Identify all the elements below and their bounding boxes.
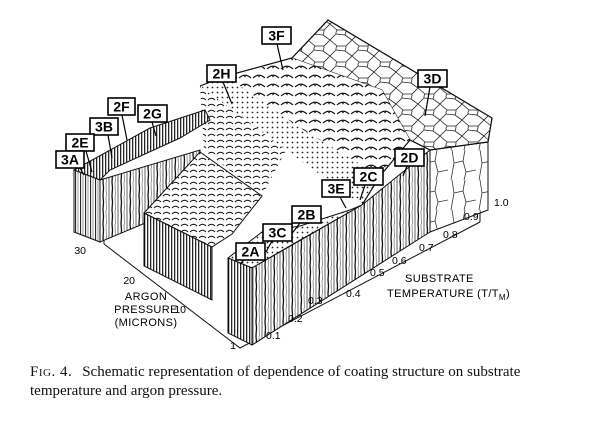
temp-title-close: )	[506, 288, 510, 300]
label-2e-text: 2E	[71, 135, 88, 151]
label-3e: 3E	[321, 179, 351, 209]
caption-label: Fig. 4.	[30, 364, 73, 380]
temp-tick-0.7: 0.7	[419, 242, 434, 254]
zone3-grain-front	[429, 141, 489, 233]
temp-tick-0.1: 0.1	[266, 330, 281, 342]
label-3d-text: 3D	[424, 71, 442, 87]
label-2g: 2G	[137, 104, 168, 137]
label-3b: 3B	[89, 117, 119, 159]
label-2c: 2C	[353, 167, 384, 201]
pressure-title-line1: ARGON	[125, 291, 167, 303]
label-3d: 3D	[417, 69, 448, 117]
temp-tick-0.8: 0.8	[443, 229, 458, 241]
label-2f: 2F	[107, 97, 136, 141]
label-2a: 2A	[235, 242, 266, 265]
pressure-title-line2: PRESSURE	[114, 304, 178, 316]
pressure-axis-title: ARGON PRESSURE (MICRONS)	[114, 291, 178, 329]
label-2g-text: 2G	[143, 106, 162, 122]
label-2h: 2H	[206, 64, 237, 105]
label-3a-text: 3A	[61, 152, 79, 168]
top-surface-large-scales	[220, 58, 410, 176]
pressure-tick-10: 10	[174, 304, 186, 316]
temp-tick-0.4: 0.4	[346, 288, 361, 300]
ridge-top	[72, 109, 211, 181]
caption-text: Schematic representation of dependence o…	[30, 364, 521, 399]
label-3c-text: 3C	[269, 225, 287, 241]
temp-tick-0.6: 0.6	[392, 255, 407, 267]
label-3c: 3C	[262, 223, 293, 253]
label-3e-text: 3E	[327, 181, 344, 197]
temp-title-main: TEMPERATURE (T/T	[387, 288, 499, 300]
coating-structure-diagram: 3F 2H 3D 2F 2G 3B 2E	[55, 19, 510, 352]
label-2d-text: 2D	[401, 150, 419, 166]
step-front	[143, 212, 213, 301]
label-2b: 2B	[289, 205, 322, 237]
pressure-tick-1: 1	[230, 340, 236, 352]
temp-title-line2: TEMPERATURE (T/TM)	[387, 288, 510, 302]
pressure-ticks: 30 20 10 1	[74, 245, 236, 352]
zone-labels: 3F 2H 3D 2F 2G 3B 2E	[55, 26, 448, 265]
temp-tick-0.3: 0.3	[308, 295, 323, 307]
pressure-title-line3: (MICRONS)	[115, 317, 178, 329]
label-2d: 2D	[394, 148, 425, 177]
front-block-side	[251, 148, 431, 346]
pressure-tick-30: 30	[74, 245, 86, 257]
label-2c-text: 2C	[360, 169, 378, 185]
figure-caption: Fig. 4.Schematic representation of depen…	[30, 363, 575, 401]
label-3f: 3F	[261, 26, 292, 71]
pressure-tick-20: 20	[123, 275, 135, 287]
label-3a: 3A	[55, 150, 85, 176]
label-2h-text: 2H	[213, 66, 231, 82]
temp-tick-0.9: 0.9	[464, 211, 479, 223]
label-3f-text: 3F	[268, 28, 285, 44]
temp-tick-0.2: 0.2	[288, 313, 303, 325]
label-2e: 2E	[65, 133, 95, 173]
temperature-axis-title: SUBSTRATE TEMPERATURE (T/TM)	[387, 273, 510, 302]
label-2f-text: 2F	[113, 99, 130, 115]
temperature-ticks: 0.1 0.2 0.3 0.4 0.5 0.6 0.7 0.8 0.9 1.0	[266, 197, 509, 342]
top-surface-fine-dots	[200, 76, 380, 205]
top-surface-scales	[200, 86, 286, 196]
temp-title-line1: SUBSTRATE	[405, 273, 474, 285]
label-2b-text: 2B	[298, 207, 316, 223]
ridge-front	[73, 169, 101, 243]
temp-title-sub: M	[499, 293, 506, 302]
temp-tick-1.0: 1.0	[494, 197, 509, 209]
label-3b-text: 3B	[95, 119, 113, 135]
temp-tick-0.5: 0.5	[370, 267, 385, 279]
front-block-front	[227, 257, 253, 346]
label-2a-text: 2A	[242, 244, 260, 260]
